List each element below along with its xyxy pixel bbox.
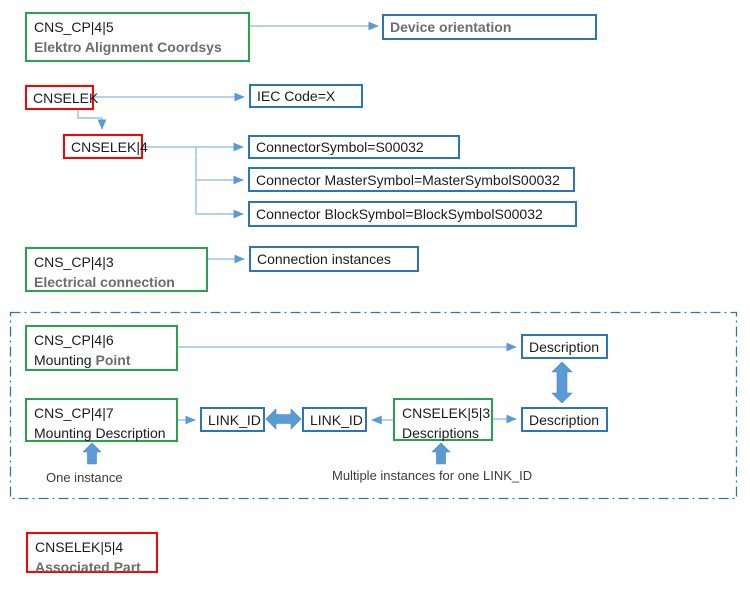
connector-cnselek4-to-block-symbol xyxy=(195,180,244,219)
node-label: Connector MasterSymbol=MasterSymbolS0003… xyxy=(256,171,560,188)
node-label: Connection instances xyxy=(257,251,391,267)
node-cnselek-5-3: CNSELEK|5|3 Descriptions xyxy=(393,398,493,441)
double-arrow-horizontal-icon xyxy=(265,408,302,430)
node-link-id-right: LINK_ID xyxy=(302,407,367,432)
up-arrow-one-instance-icon xyxy=(82,442,102,465)
node-cns-cp-4-3: CNS_CP|4|3 Electrical connection xyxy=(25,247,208,292)
node-line2: Elektro Alignment Coordsys xyxy=(34,39,222,55)
node-line2: Mounting Point xyxy=(34,352,131,368)
node-cnselek-4: CNSELEK|4 xyxy=(63,134,148,159)
up-arrow-multiple-instances-icon xyxy=(431,442,451,465)
node-line1: CNS_CP|4|6 xyxy=(34,332,114,348)
node-connector-symbol: ConnectorSymbol=S00032 xyxy=(248,135,460,159)
node-label: Connector BlockSymbol=BlockSymbolS00032 xyxy=(256,206,543,222)
node-label: LINK_ID xyxy=(208,411,261,428)
caption-one-instance: One instance xyxy=(46,470,123,485)
node-label: CNSELEK xyxy=(33,89,99,106)
node-cnselek: CNSELEK xyxy=(25,85,98,110)
node-description-top: Description xyxy=(521,334,608,359)
node-line1: CNSELEK|5|4 xyxy=(35,539,124,555)
node-device-orientation: Device orientation xyxy=(382,14,597,40)
connector-cnselek-to-cnselek4 xyxy=(77,110,107,130)
node-label: Device orientation xyxy=(390,19,512,35)
node-cns-cp-4-7: CNS_CP|4|7 Mounting Description xyxy=(25,398,178,442)
node-line2: Electrical connection xyxy=(34,274,175,290)
connector-cnselek4-to-master-symbol xyxy=(195,147,244,185)
caption-multiple-instances: Multiple instances for one LINK_ID xyxy=(332,468,533,483)
node-label: Description xyxy=(529,411,600,428)
node-line2: Associated Part xyxy=(35,559,141,575)
node-line1: CNS_CP|4|5 xyxy=(34,19,114,35)
node-cns-cp-4-6: CNS_CP|4|6 Mounting Point xyxy=(25,325,178,371)
node-line2: Mounting Description xyxy=(34,425,166,441)
node-connection-instances: Connection instances xyxy=(249,246,419,272)
node-connector-block-symbol: Connector BlockSymbol=BlockSymbolS00032 xyxy=(248,201,577,227)
node-label: CNSELEK|4 xyxy=(71,138,148,155)
node-line1: CNS_CP|4|3 xyxy=(34,254,114,270)
double-arrow-vertical-icon xyxy=(551,361,573,404)
node-label: Description xyxy=(529,338,600,355)
node-cnselek-5-4: CNSELEK|5|4 Associated Part xyxy=(26,532,158,575)
group-frame xyxy=(9,311,738,500)
node-connector-master-symbol: Connector MasterSymbol=MasterSymbolS0003… xyxy=(248,167,575,192)
node-cns-cp-4-5: CNS_CP|4|5 Elektro Alignment Coordsys xyxy=(25,12,250,62)
node-description-bottom: Description xyxy=(521,407,608,432)
node-label: LINK_ID xyxy=(310,411,363,428)
node-link-id-left: LINK_ID xyxy=(200,407,265,432)
node-line1: CNS_CP|4|7 xyxy=(34,405,114,421)
node-line1: CNSELEK|5|3 xyxy=(402,405,491,421)
node-line2: Descriptions xyxy=(402,425,480,441)
node-iec-code: IEC Code=X xyxy=(249,84,363,108)
node-label: ConnectorSymbol=S00032 xyxy=(256,139,424,155)
node-label: IEC Code=X xyxy=(257,88,336,104)
